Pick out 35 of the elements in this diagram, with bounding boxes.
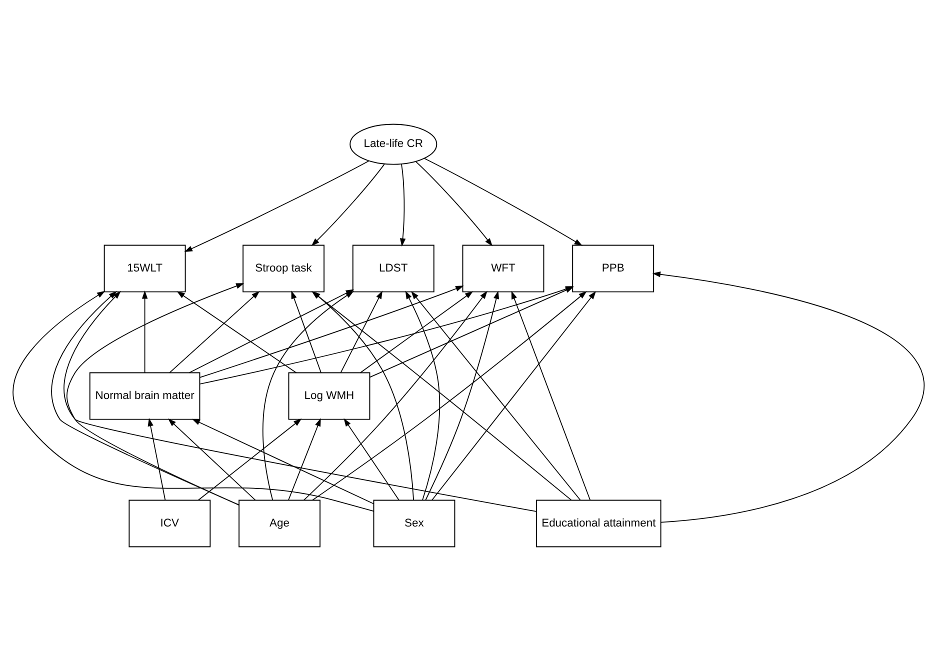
node-box: Educational attainment (536, 499, 661, 547)
node-box: 15WLT (103, 244, 186, 292)
arrow (340, 290, 382, 373)
arrow (168, 290, 260, 373)
arrow (184, 160, 369, 252)
arrow (399, 163, 406, 246)
arrow (404, 290, 440, 500)
arrow (424, 290, 499, 500)
node-box: Sex (372, 499, 455, 547)
arrow (167, 418, 256, 500)
arrow (147, 418, 166, 500)
arrow (430, 290, 596, 500)
arrow (343, 418, 399, 500)
node-box: Age (238, 499, 320, 547)
arrow (176, 290, 296, 373)
node-box: PPB (572, 244, 654, 292)
node-box: LDST (352, 244, 434, 292)
arrow (414, 160, 492, 246)
node-ellipse: Late-life CR (349, 123, 437, 164)
arrow (310, 163, 384, 246)
node-box: Stroop task (242, 244, 324, 292)
arrow (359, 290, 473, 373)
arrow (652, 271, 924, 522)
arrow (287, 418, 320, 500)
node-box: WFT (462, 244, 544, 292)
node-box: Normal brain matter (88, 372, 200, 420)
node-box: Log WMH (288, 372, 370, 420)
arrow (198, 285, 464, 378)
arrow (141, 290, 148, 373)
arrow (197, 418, 302, 500)
arrow (510, 290, 590, 500)
arrow (410, 290, 580, 500)
node-box: ICV (128, 499, 210, 547)
arrow (424, 158, 582, 246)
arrow (191, 418, 374, 504)
